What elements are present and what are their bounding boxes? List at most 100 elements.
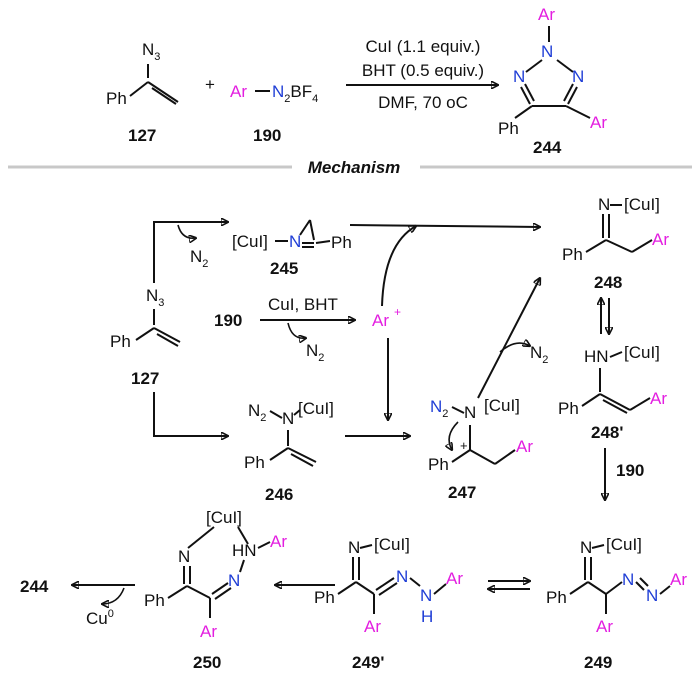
product-244-final: 244: [20, 577, 49, 596]
svg-text:N3: N3: [146, 286, 164, 309]
svg-text:[CuI]: [CuI]: [624, 343, 660, 362]
svg-text:+: +: [460, 438, 468, 453]
svg-text:Ar: Ar: [596, 617, 613, 636]
svg-text:+: +: [394, 305, 401, 319]
top-solvent: DMF, 70 oC: [378, 93, 468, 112]
svg-text:Ph: Ph: [144, 591, 165, 610]
svg-text:N: N: [646, 586, 658, 605]
svg-text:N: N: [541, 42, 553, 61]
svg-text:Ar: Ar: [270, 532, 287, 551]
svg-text:Ar: Ar: [670, 570, 687, 589]
label-244: 244: [533, 138, 562, 157]
svg-text:Ph: Ph: [106, 89, 127, 108]
svg-text:[CuI]: [CuI]: [232, 232, 268, 251]
svg-text:127: 127: [131, 369, 159, 388]
svg-text:Ph: Ph: [331, 233, 352, 252]
svg-text:HN: HN: [232, 541, 257, 560]
svg-text:N: N: [289, 232, 301, 251]
svg-text:N: N: [420, 586, 432, 605]
svg-text:N: N: [282, 409, 294, 428]
svg-text:N2BF4: N2BF4: [272, 82, 318, 105]
svg-text:N2: N2: [190, 247, 208, 270]
compound-248: N [CuI] Ph Ar 248: [562, 195, 669, 292]
compound-245: [CuI] N Ph 245: [232, 219, 352, 278]
svg-text:Ph: Ph: [558, 399, 579, 418]
arrow-127-to-246: [153, 392, 228, 436]
svg-text:[CuI]: [CuI]: [606, 535, 642, 554]
arrow-247-to-248: [477, 278, 540, 399]
svg-text:N3: N3: [142, 40, 160, 63]
svg-text:Cu0: Cu0: [86, 608, 114, 628]
svg-text:248': 248': [591, 423, 623, 442]
svg-text:N: N: [572, 67, 584, 86]
mechanism-title: Mechanism: [308, 158, 401, 177]
svg-text:N: N: [598, 195, 610, 214]
svg-text:249: 249: [584, 653, 612, 672]
svg-text:250: 250: [193, 653, 221, 672]
svg-text:N2: N2: [530, 343, 548, 366]
svg-text:Ar: Ar: [364, 617, 381, 636]
n2-loss-arrow-2: [287, 322, 306, 338]
svg-text:CuI, BHT: CuI, BHT: [268, 295, 338, 314]
svg-text:190: 190: [214, 311, 242, 330]
compound-249-prime: N [CuI] Ph Ar N N H Ar 249': [314, 535, 463, 672]
svg-text:245: 245: [270, 259, 298, 278]
top-reagent-2: BHT (0.5 equiv.): [362, 61, 484, 80]
compound-249: N [CuI] Ph Ar N N Ar 249: [546, 535, 687, 672]
svg-text:248: 248: [594, 273, 622, 292]
svg-text:H: H: [421, 607, 433, 626]
svg-text:Ar: Ar: [516, 437, 533, 456]
svg-text:Ph: Ph: [244, 453, 265, 472]
svg-text:Ph: Ph: [498, 119, 519, 138]
svg-text:[CuI]: [CuI]: [624, 195, 660, 214]
svg-text:Ph: Ph: [314, 588, 335, 607]
svg-text:249': 249': [352, 653, 384, 672]
svg-text:Ar: Ar: [650, 389, 667, 408]
svg-text:246: 246: [265, 485, 293, 504]
compound-127-mech: N3 Ph 127: [110, 286, 181, 388]
svg-text:Ar: Ar: [538, 5, 555, 24]
svg-text:Ph: Ph: [428, 455, 449, 474]
svg-text:N: N: [228, 571, 240, 590]
svg-text:HN: HN: [584, 347, 609, 366]
svg-text:Ar: Ar: [446, 569, 463, 588]
svg-text:N: N: [178, 547, 190, 566]
svg-text:Ph: Ph: [546, 588, 567, 607]
compound-244-top: Ar N N N Ph Ar 244: [498, 5, 607, 157]
svg-text:Ar: Ar: [200, 622, 217, 641]
label-127: 127: [128, 126, 156, 145]
compound-250: [CuI] N HN Ar N Ph Ar 250: [144, 508, 287, 672]
aryl-cation: Ar: [372, 311, 389, 330]
compound-247: N2 N [CuI] + Ph Ar 247: [428, 396, 533, 502]
svg-text:Ph: Ph: [562, 245, 583, 264]
n2-loss-arrow-1: [177, 224, 196, 238]
arrow-245-to-248: [349, 225, 540, 227]
svg-text:190: 190: [616, 461, 644, 480]
svg-text:N2: N2: [306, 341, 324, 364]
arrow-arplus-attack: [381, 226, 416, 307]
arrow-127-to-245: [153, 222, 228, 283]
svg-text:[CuI]: [CuI]: [298, 399, 334, 418]
compound-246: N2 N [CuI] Ph 246: [244, 399, 334, 504]
svg-text:N: N: [513, 67, 525, 86]
compound-248-prime: HN [CuI] Ph Ar 248': [558, 343, 667, 442]
top-reagent-1: CuI (1.1 equiv.): [366, 37, 481, 56]
svg-text:N: N: [348, 538, 360, 557]
svg-text:N2: N2: [248, 401, 266, 424]
svg-text:N: N: [580, 538, 592, 557]
compound-127-top: N3 Ph 127: [106, 40, 179, 145]
svg-text:N: N: [396, 567, 408, 586]
svg-text:Ar: Ar: [590, 113, 607, 132]
compound-190-top: Ar N2BF4 190: [230, 82, 318, 145]
svg-text:N2: N2: [430, 397, 448, 420]
svg-text:Ph: Ph: [110, 332, 131, 351]
label-190: 190: [253, 126, 281, 145]
svg-text:N: N: [622, 570, 634, 589]
svg-text:247: 247: [448, 483, 476, 502]
svg-text:Ar: Ar: [652, 230, 669, 249]
svg-text:[CuI]: [CuI]: [484, 396, 520, 415]
svg-text:Ar: Ar: [230, 82, 247, 101]
plus-sign: +: [205, 75, 215, 94]
svg-text:N: N: [464, 403, 476, 422]
